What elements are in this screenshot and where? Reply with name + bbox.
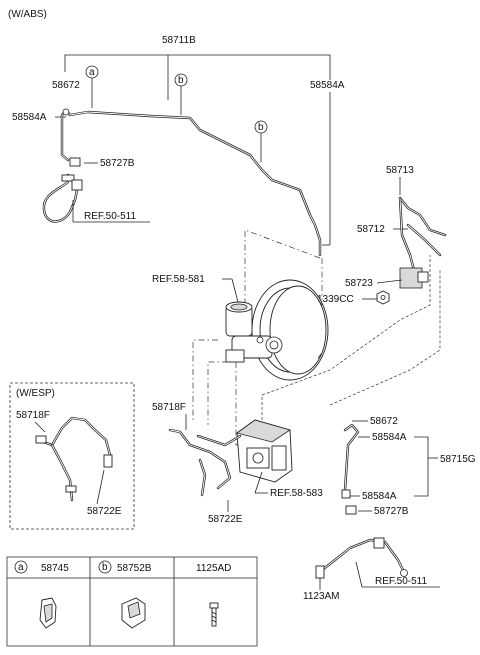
label-58727B-bot: 58727B (374, 506, 409, 517)
esp-title: (W/ESP) (16, 388, 55, 399)
ref-50-511-top: REF.50-511 (84, 211, 137, 222)
brake-hose-left (42, 173, 83, 223)
label-1339CC: 1339CC (317, 294, 354, 305)
clip-58745-icon (39, 597, 57, 629)
clip-58727B-top (69, 157, 81, 167)
label-58584A-left: 58584A (12, 112, 47, 123)
svg-text:b: b (258, 122, 264, 133)
brake-pipe-right (341, 423, 360, 499)
marker-b-top: b (174, 73, 188, 115)
label-58722E-mid: 58722E (208, 514, 243, 525)
abs-pipes-mid (168, 428, 242, 497)
label-58672-top: 58672 (52, 80, 80, 91)
clip-58727B-bot (345, 505, 357, 515)
label-58584A-right: 58584A (310, 80, 345, 91)
variant-label: (W/ABS) (8, 9, 47, 20)
clip-58752B-icon (121, 597, 146, 629)
ref-58-583: REF.58-583 (270, 488, 323, 499)
legend-item-b: b 58752B (98, 560, 152, 629)
bracket-58711B: 58711B (64, 35, 331, 246)
legend-code-1125AD: 1125AD (196, 563, 231, 574)
brake-booster (251, 279, 329, 381)
valve-58723 (399, 267, 429, 289)
label-58715G: 58715G (440, 454, 476, 465)
svg-text:a: a (18, 562, 24, 573)
legend-item-a: a 58745 (14, 560, 69, 629)
svg-text:b: b (178, 75, 184, 86)
label-58713: 58713 (386, 165, 414, 176)
label-58723: 58723 (345, 278, 373, 289)
label-58584A-r2: 58584A (362, 491, 397, 502)
legend-code-58745: 58745 (41, 563, 69, 574)
label-58584A-r1: 58584A (372, 432, 407, 443)
bolt-1125AD-icon (209, 602, 219, 627)
label-58672-right: 58672 (370, 416, 398, 427)
svg-text:b: b (102, 562, 108, 573)
legend-item-1125AD: 1125AD (196, 563, 231, 627)
master-cylinder (225, 301, 283, 363)
esp-variant-box: (W/ESP) 58718F 58722E (9, 382, 135, 530)
label-58711B: 58711B (162, 35, 196, 46)
label-58712: 58712 (357, 224, 385, 235)
abs-module (236, 419, 293, 483)
label-58718F-mid: 58718F (152, 402, 186, 413)
svg-text:a: a (89, 67, 95, 78)
ref-50-511-bot: REF.50-511 (375, 576, 428, 587)
marker-b-mid: b (254, 120, 268, 162)
legend-code-58752B: 58752B (117, 563, 152, 574)
brake-pipe-58711B (60, 108, 322, 257)
label-1123AM: 1123AM (303, 591, 340, 602)
pipes-58713 (398, 196, 447, 272)
marker-a-top: a (85, 65, 99, 108)
nut-1339CC (376, 290, 390, 305)
esp-label-58722E: 58722E (87, 506, 122, 517)
ref-58-581: REF.58-581 (152, 274, 205, 285)
brake-hose-right (315, 537, 408, 579)
legend-table: a 58745 b 58752B 1125AD (6, 556, 258, 647)
label-58727B-top: 58727B (100, 158, 135, 169)
esp-label-58718F: 58718F (16, 410, 50, 421)
